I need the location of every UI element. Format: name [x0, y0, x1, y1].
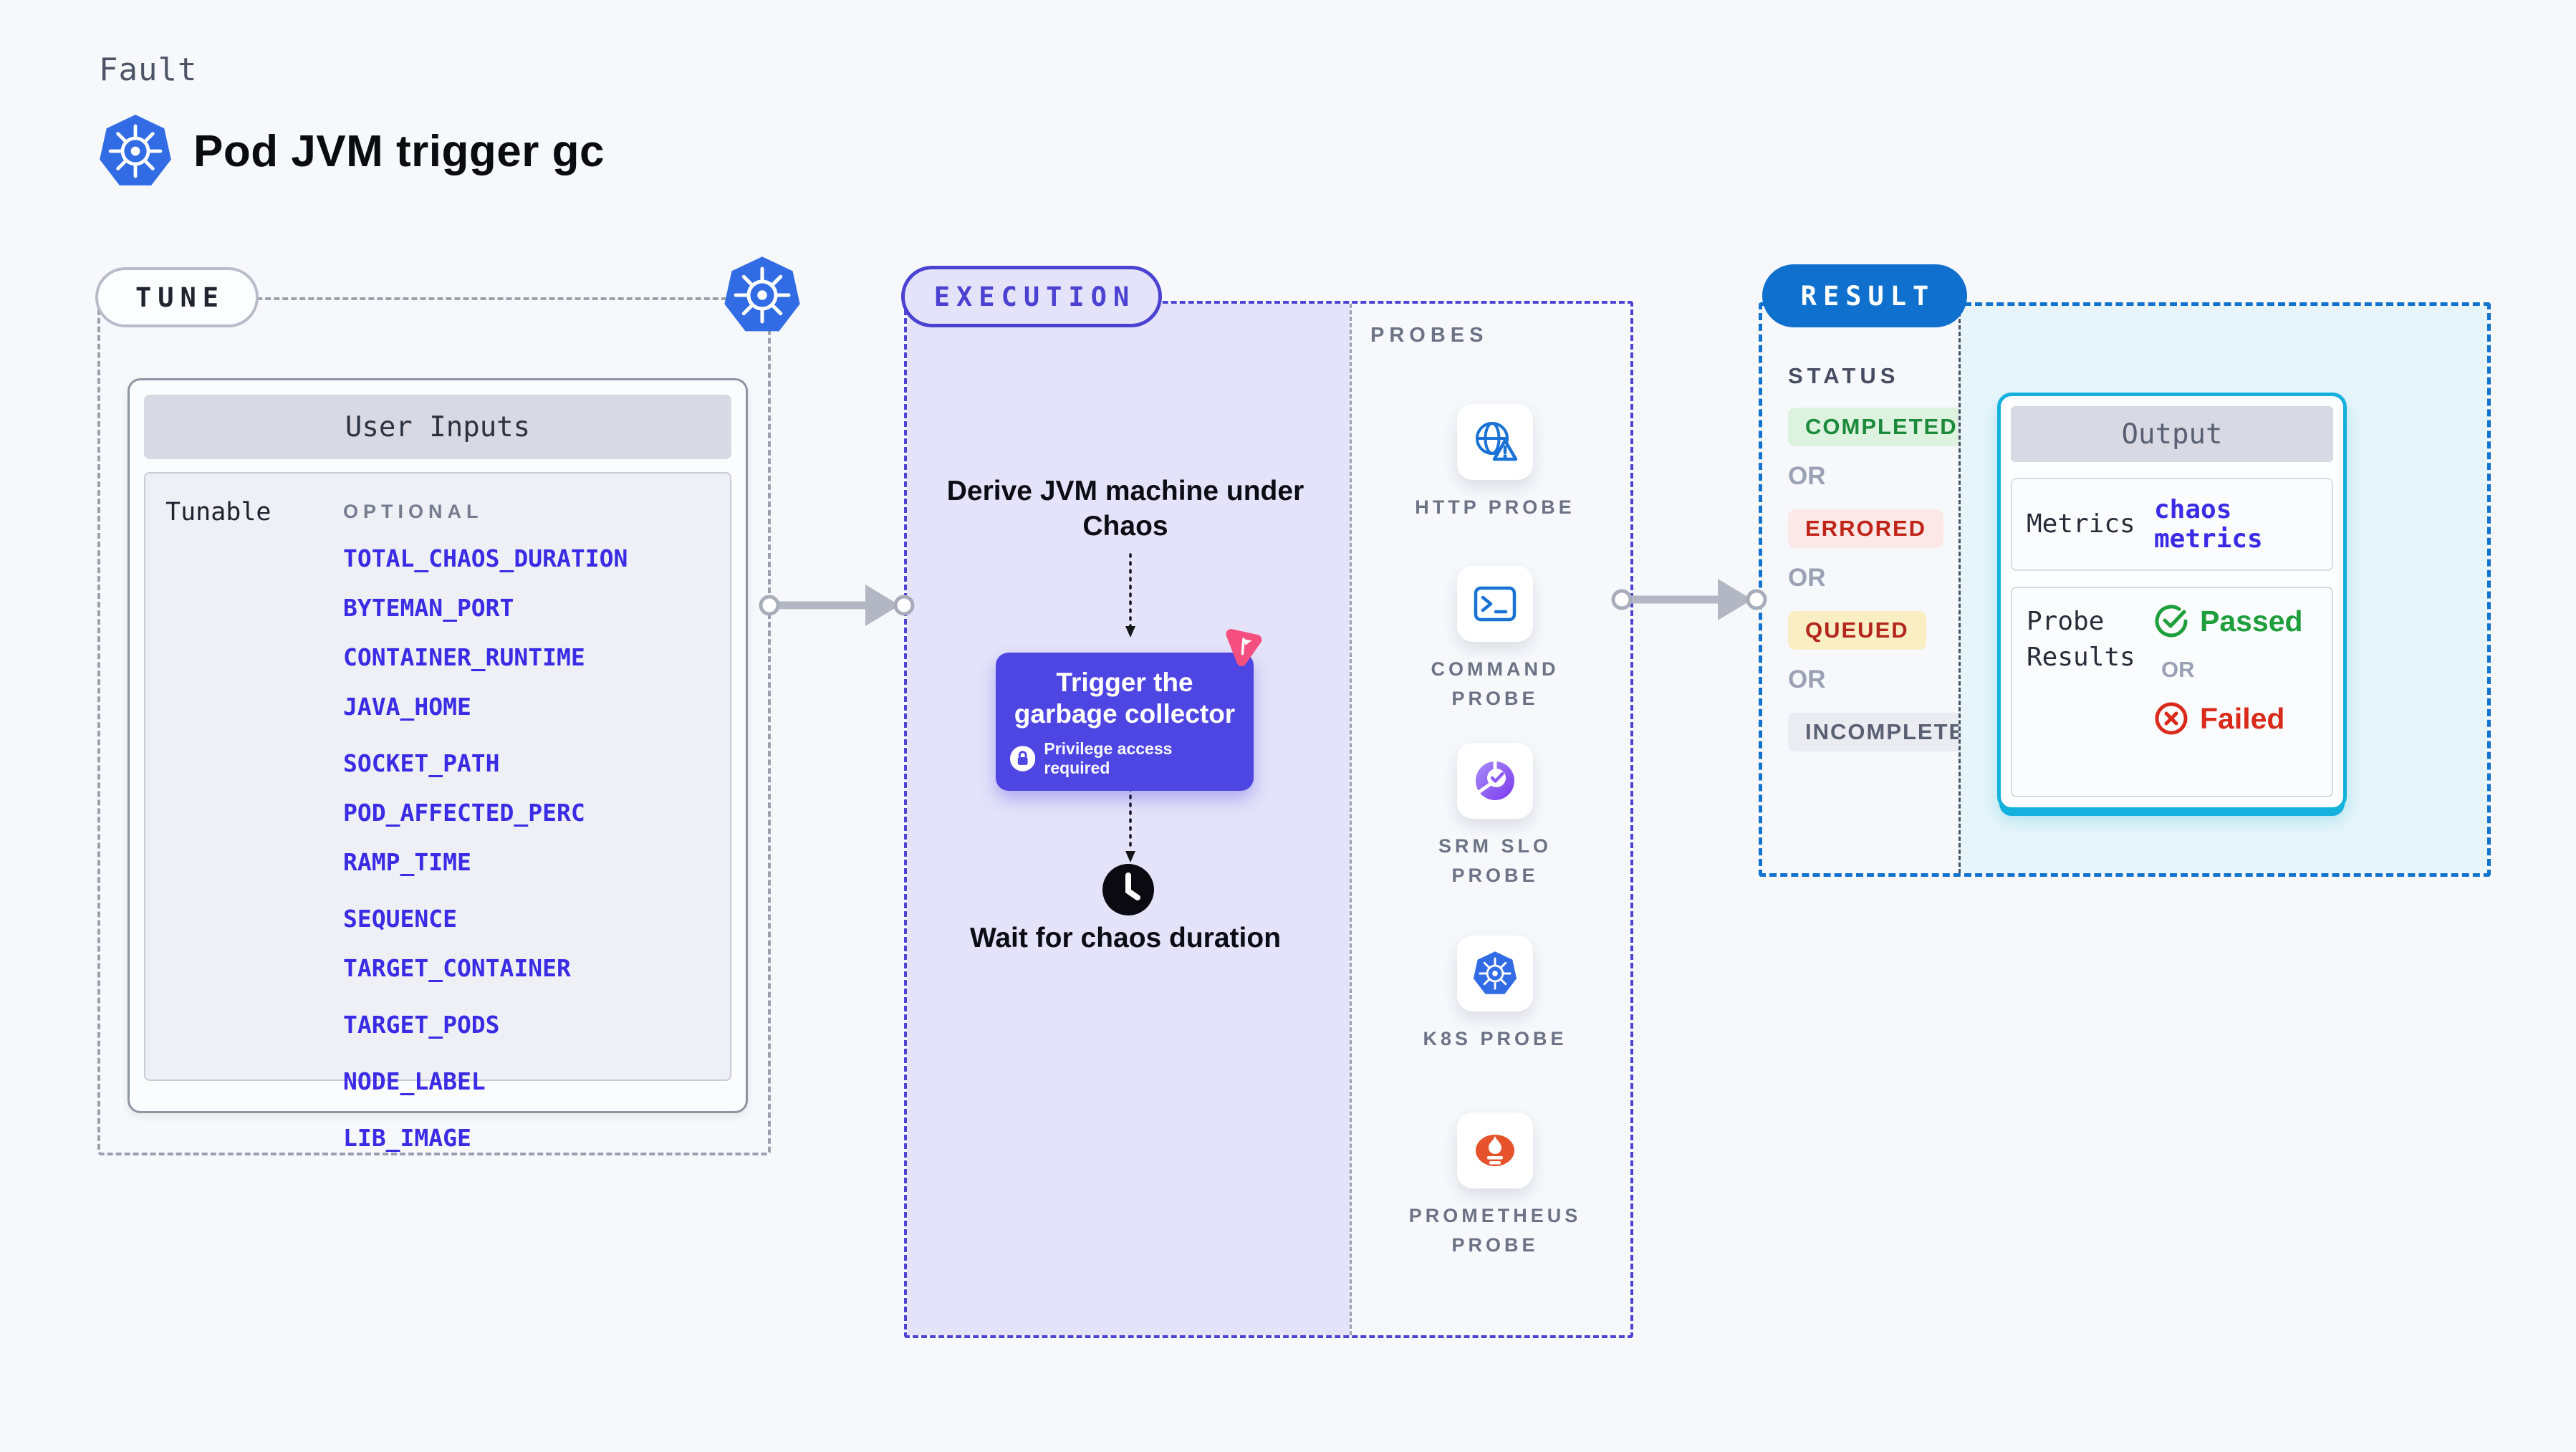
probe-item: SRM SLO PROBE — [1402, 743, 1588, 890]
k8s-probe-icon — [1457, 936, 1533, 1011]
param-list: OPTIONAL TOTAL_CHAOS_DURATION BYTEMAN_PO… — [343, 498, 723, 1152]
status-label: STATUS — [1788, 363, 1900, 388]
passed-line: Passed — [2154, 604, 2303, 638]
execution-badge: EXECUTION — [901, 266, 1162, 327]
output-panel: Output Metrics chaos metrics Probe Resul… — [1959, 306, 2487, 873]
status-column: STATUS COMPLETED OR ERRORED OR QUEUED OR… — [1762, 306, 2000, 873]
wait-step-text: Wait for chaos duration — [969, 923, 1282, 953]
http-probe-icon — [1457, 404, 1533, 480]
privilege-row: Privilege access required — [1010, 739, 1239, 778]
or-label: OR — [1788, 462, 1826, 490]
derive-step-text: Derive JVM machine under Chaos — [946, 476, 1304, 542]
user-inputs-body: Tunable OPTIONAL TOTAL_CHAOS_DURATION BY… — [144, 472, 731, 1152]
probe-item: HTTP PROBE — [1402, 404, 1588, 522]
probe-label: PROMETHEUS PROBE — [1408, 1205, 1582, 1256]
probe-item: COMMAND PROBE — [1402, 566, 1588, 713]
user-inputs-title: User Inputs — [144, 395, 731, 459]
clock-icon — [1102, 864, 1154, 915]
tune-badge: TUNE — [95, 267, 259, 327]
result-badge: RESULT — [1762, 264, 1967, 327]
execution-to-result-arrow — [1611, 579, 1767, 620]
param-link[interactable]: TARGET_CONTAINER — [343, 954, 571, 982]
metrics-value: chaos metrics — [2154, 495, 2263, 554]
kubernetes-icon — [97, 113, 173, 189]
param-link[interactable]: TOTAL_CHAOS_DURATION — [343, 544, 628, 572]
output-title: Output — [2011, 406, 2333, 462]
flow-connector-arrow — [1125, 553, 1135, 638]
metrics-label: Metrics — [2027, 509, 2135, 539]
or-label: OR — [2161, 657, 2195, 682]
passed-check-icon — [2155, 605, 2188, 638]
kubernetes-icon — [722, 255, 802, 335]
trigger-gc-title: Trigger the garbage collector — [1014, 668, 1236, 729]
passed-label: Passed — [2200, 604, 2303, 638]
srm-slo-probe-icon — [1457, 743, 1533, 819]
lock-icon — [1010, 746, 1036, 771]
trigger-gc-node: Trigger the garbage collector Privilege … — [996, 653, 1254, 791]
param-link[interactable]: SEQUENCE — [343, 905, 457, 933]
param-link[interactable]: BYTEMAN_PORT — [343, 594, 514, 622]
tunable-label: Tunable — [165, 498, 271, 527]
param-link[interactable]: RAMP_TIME — [343, 848, 471, 876]
status-badge-queued: QUEUED — [1788, 611, 1926, 650]
failed-line: Failed — [2154, 701, 2303, 736]
param-link[interactable]: JAVA_HOME — [343, 693, 471, 721]
probe-results-label: Probe Results — [2027, 607, 2135, 673]
probe-results-row: Probe Results Passed OR — [2011, 587, 2333, 797]
result-section: STATUS COMPLETED OR ERRORED OR QUEUED OR… — [1759, 302, 2491, 877]
page-title: Pod JVM trigger gc — [193, 127, 605, 176]
failed-x-icon — [2155, 702, 2188, 735]
execution-flow-area: Derive JVM machine under Chaos Trigger t… — [907, 304, 1350, 1335]
probe-label: COMMAND PROBE — [1431, 658, 1559, 709]
probe-label: K8S PROBE — [1423, 1028, 1567, 1049]
status-badge-completed: COMPLETED — [1788, 408, 1975, 446]
tune-section — [97, 297, 771, 1155]
optional-label: OPTIONAL — [343, 501, 484, 522]
flag-icon — [1226, 629, 1262, 667]
param-link[interactable]: SOCKET_PATH — [343, 749, 500, 777]
probe-label: HTTP PROBE — [1415, 496, 1575, 518]
tune-to-execution-arrow — [759, 585, 915, 626]
probe-item: K8S PROBE — [1402, 936, 1588, 1054]
or-label: OR — [1788, 665, 1826, 693]
user-inputs-card: User Inputs Tunable OPTIONAL TOTAL_CHAOS… — [128, 378, 748, 1152]
output-card: Output Metrics chaos metrics Probe Resul… — [1997, 393, 2347, 811]
flow-connector-arrow — [1125, 771, 1135, 862]
probe-item: PROMETHEUS PROBE — [1402, 1112, 1588, 1259]
metrics-row: Metrics chaos metrics — [2011, 478, 2333, 571]
probes-label: PROBES — [1370, 324, 1489, 347]
probe-results-values: Passed OR Failed — [2154, 604, 2303, 780]
prometheus-probe-icon — [1457, 1112, 1533, 1188]
failed-label: Failed — [2200, 701, 2285, 735]
command-probe-icon — [1457, 566, 1533, 642]
status-badge-errored: ERRORED — [1788, 509, 1944, 548]
param-link[interactable]: POD_AFFECTED_PERC — [343, 799, 585, 827]
probes-column: PROBES HTTP PROBE — [1350, 304, 1630, 1335]
param-link[interactable]: CONTAINER_RUNTIME — [343, 643, 585, 671]
param-link[interactable]: TARGET_PODS — [343, 1011, 500, 1039]
or-label: OR — [1788, 564, 1826, 592]
privilege-note: Privilege access required — [1044, 739, 1173, 777]
param-link[interactable]: LIB_IMAGE — [343, 1124, 471, 1152]
execution-section: Derive JVM machine under Chaos Trigger t… — [904, 301, 1633, 1338]
param-link[interactable]: NODE_LABEL — [343, 1067, 486, 1095]
probe-label: SRM SLO PROBE — [1438, 835, 1552, 886]
fault-eyebrow-label: Fault — [99, 52, 198, 88]
